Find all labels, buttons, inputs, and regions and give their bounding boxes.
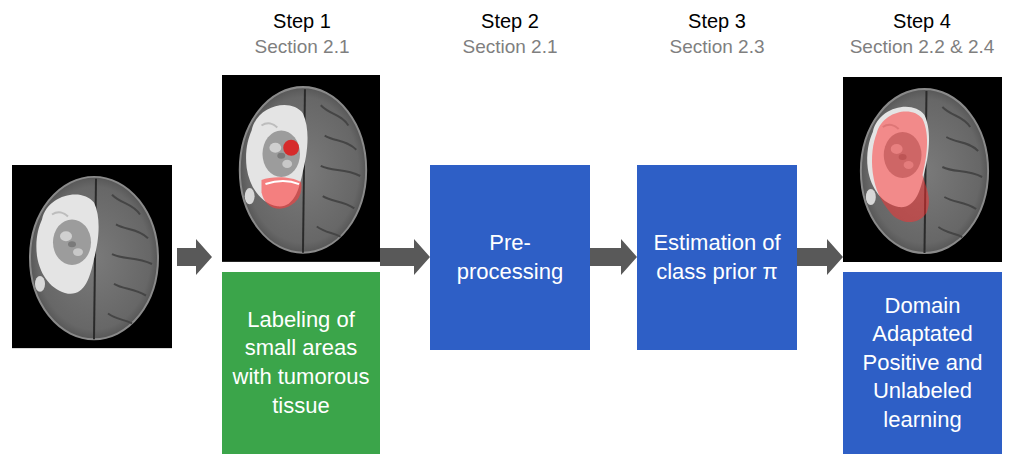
step-panel: Domain Adaptated Positive and Unlabeled … <box>843 77 1002 454</box>
label-box: Pre- processing <box>430 165 590 350</box>
section-reference: Section 2.2 & 2.4 <box>802 36 1035 58</box>
label-box: Labeling of small areas with tumorous ti… <box>222 272 380 454</box>
box-text: Estimation of class prior π <box>647 229 787 286</box>
flow-arrow <box>590 239 637 275</box>
box-text: Labeling of small areas with tumorous ti… <box>232 306 370 420</box>
step-heading: Step 2 <box>390 10 630 33</box>
step-heading: Step 3 <box>597 10 837 33</box>
step-heading: Step 4 <box>802 10 1035 33</box>
flow-arrow <box>380 239 430 275</box>
box-text: Domain Adaptated Positive and Unlabeled … <box>853 292 992 435</box>
section-reference: Section 2.1 <box>182 36 422 58</box>
flow-arrow <box>797 239 843 275</box>
mri-scan <box>12 165 172 348</box>
step-panel: Labeling of small areas with tumorous ti… <box>222 75 380 454</box>
tumor-label-overlay <box>262 140 302 209</box>
segmentation-overlay <box>872 111 929 222</box>
section-reference: Section 2.3 <box>597 36 837 58</box>
section-reference: Section 2.1 <box>390 36 630 58</box>
step-heading: Step 1 <box>182 10 422 33</box>
mri-scan <box>222 75 380 262</box>
process-box: Estimation of class prior π <box>637 165 797 350</box>
label-box: Estimation of class prior π <box>637 165 797 350</box>
mri-scan <box>843 77 1002 262</box>
label-box: Domain Adaptated Positive and Unlabeled … <box>843 272 1002 454</box>
process-box: Pre- processing <box>430 165 590 350</box>
box-text: Pre- processing <box>440 229 580 286</box>
flow-arrow <box>177 239 212 275</box>
